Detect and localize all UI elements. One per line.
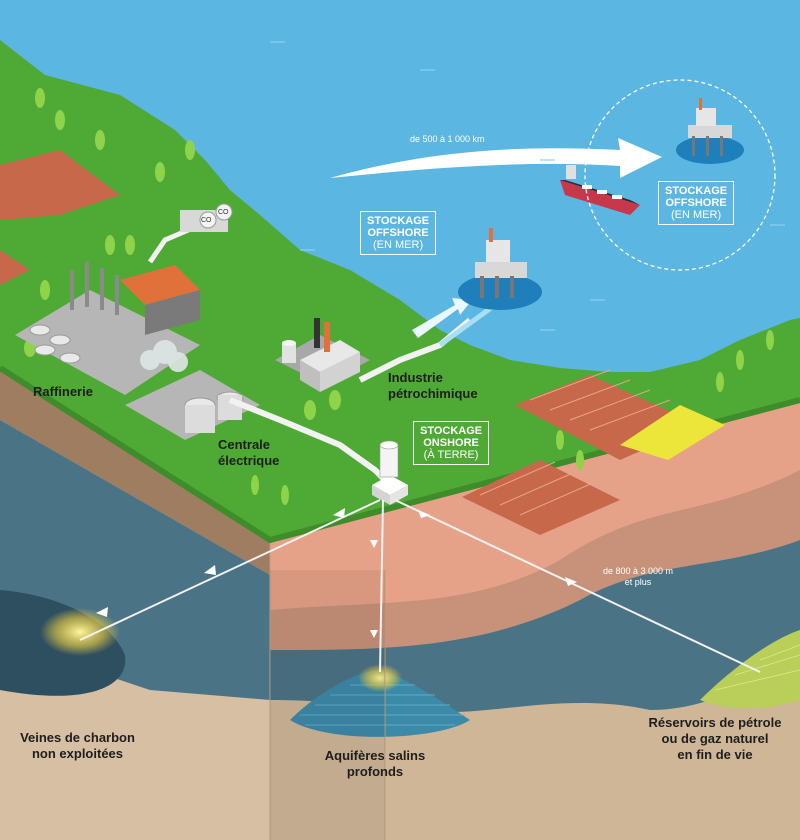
aquifer-glow bbox=[358, 664, 402, 692]
offshore-platform-far bbox=[676, 98, 744, 164]
field-top-left bbox=[0, 150, 120, 220]
label-industrie: Industrie pétrochimique bbox=[388, 370, 478, 401]
layer-right-band bbox=[270, 470, 800, 650]
offshore-subsea-pipe bbox=[438, 302, 497, 348]
field-left bbox=[0, 250, 30, 285]
main-pipeline bbox=[228, 397, 388, 483]
label-reservoirs: Réservoirs de pétrole ou de gaz naturel … bbox=[648, 715, 782, 762]
label-aquiferes: Aquifères salins profonds bbox=[324, 748, 426, 779]
co2-tanker-ship bbox=[560, 165, 640, 215]
co2-tank-label-2: CO bbox=[218, 209, 229, 216]
field-yellow bbox=[620, 405, 725, 460]
co2-tank-label-1: CO bbox=[201, 217, 212, 224]
offshore-far-box: STOCKAGE OFFSHORE (EN MER) bbox=[658, 181, 735, 225]
far-offshore-zone bbox=[584, 79, 776, 271]
onshore-injection-unit bbox=[372, 440, 408, 505]
saline-aquifer bbox=[290, 670, 470, 737]
ship-distance-label: de 500 à 1 000 km bbox=[410, 134, 485, 144]
depth-label: de 800 à 3 000 m et plus bbox=[602, 566, 674, 587]
sea-waves bbox=[270, 41, 785, 331]
offshore-near-box: STOCKAGE OFFSHORE (EN MER) bbox=[360, 211, 437, 255]
offshore-platform-near bbox=[458, 228, 542, 310]
label-veines: Veines de charbon non exploitées bbox=[20, 730, 135, 761]
layer-left-brown bbox=[0, 368, 270, 575]
reservoir-brick-pattern bbox=[714, 644, 800, 691]
flow-arrows bbox=[96, 508, 577, 638]
co2-tanks bbox=[180, 203, 233, 232]
layer-right-blue bbox=[270, 540, 800, 713]
trees bbox=[24, 88, 774, 505]
label-centrale: Centrale électrique bbox=[218, 437, 280, 468]
petrochemical-plant bbox=[275, 318, 370, 392]
ship-route-arrow bbox=[330, 138, 662, 178]
injection-arrow-offshore bbox=[412, 298, 472, 338]
coal-glow bbox=[40, 608, 120, 656]
field-furrows bbox=[479, 369, 671, 516]
injection-wells bbox=[79, 499, 761, 673]
field-plowed-2 bbox=[462, 460, 620, 535]
onshore-box: STOCKAGE ONSHORE (À TERRE) bbox=[413, 421, 490, 465]
label-raffinerie: Raffinerie bbox=[33, 384, 93, 399]
depleted-reservoir bbox=[700, 630, 800, 709]
central-column-shade bbox=[270, 570, 385, 840]
